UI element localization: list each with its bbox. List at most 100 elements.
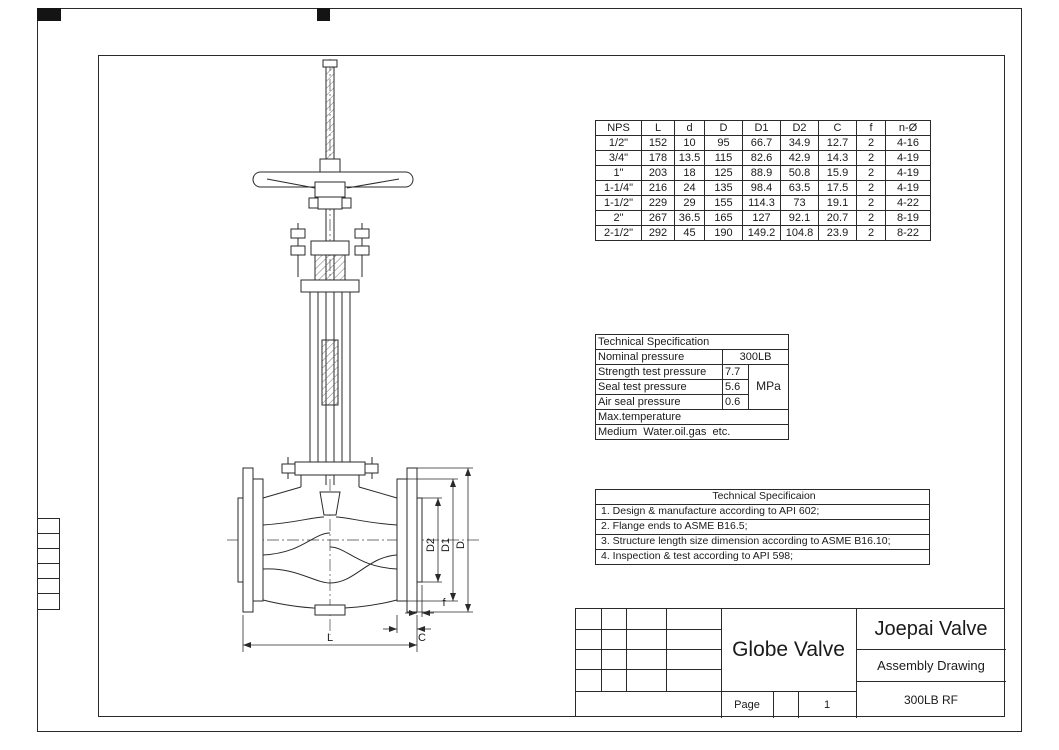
dim-label-L: L bbox=[327, 632, 333, 644]
dim-label-D2: D2 bbox=[425, 538, 437, 552]
note-row: 2. Flange ends to ASME B16.5; bbox=[595, 519, 930, 535]
company-name: Joepai Valve bbox=[874, 617, 988, 640]
table-cell: 2 bbox=[856, 135, 886, 151]
table-cell: 15.9 bbox=[818, 165, 857, 181]
table-cell: 114.3 bbox=[742, 195, 781, 211]
table-cell: 104.8 bbox=[780, 225, 819, 241]
title-block-line bbox=[626, 609, 627, 691]
title-block-line bbox=[856, 609, 857, 718]
table-cell: 24 bbox=[674, 180, 705, 196]
outer-border bbox=[37, 8, 1022, 732]
table-cell: 216 bbox=[641, 180, 675, 196]
title-block-line bbox=[576, 649, 721, 650]
title-block-line bbox=[857, 681, 1006, 682]
table-cell: 229 bbox=[641, 195, 675, 211]
table-cell: 10 bbox=[674, 135, 705, 151]
table-cell: 2 bbox=[856, 195, 886, 211]
dim-label-f: f bbox=[442, 597, 446, 609]
table-cell: 73 bbox=[780, 195, 819, 211]
title-block-line bbox=[773, 691, 774, 718]
table-cell: 2 bbox=[856, 165, 886, 181]
note-row: 1. Design & manufacture according to API… bbox=[595, 504, 930, 520]
title-block-line bbox=[721, 609, 722, 718]
table-cell: 50.8 bbox=[780, 165, 819, 181]
spec-label-air-seal: Air seal pressure bbox=[595, 394, 723, 410]
table-cell: 98.4 bbox=[742, 180, 781, 196]
note-text: 3. Structure length size dimension accor… bbox=[595, 534, 930, 550]
title-block-line bbox=[798, 691, 799, 718]
table-cell: 8-19 bbox=[885, 210, 931, 226]
title-block-line bbox=[576, 669, 721, 670]
title-block-line bbox=[857, 649, 1006, 650]
dimensions-header-cell: NPS bbox=[595, 120, 642, 136]
table-cell: 1-1/4" bbox=[595, 180, 642, 196]
table-cell: 42.9 bbox=[780, 150, 819, 166]
table-cell: 8-22 bbox=[885, 225, 931, 241]
page-label: Page bbox=[734, 698, 760, 711]
dimensions-header-cell: n-Ø bbox=[885, 120, 931, 136]
table-cell: 34.9 bbox=[780, 135, 819, 151]
table-cell: 4-16 bbox=[885, 135, 931, 151]
table-cell: 125 bbox=[704, 165, 743, 181]
product-name: Globe Valve bbox=[732, 638, 845, 661]
table-cell: 127 bbox=[742, 210, 781, 226]
table-cell: 2 bbox=[856, 180, 886, 196]
note-row: 4. Inspection & test according to API 59… bbox=[595, 549, 930, 565]
spec-label-nominal-pressure: Nominal pressure bbox=[595, 349, 723, 365]
page-number: 1 bbox=[823, 698, 831, 711]
title-block-line bbox=[576, 691, 856, 692]
spec-value-air-seal: 0.6 bbox=[722, 394, 749, 410]
spec-value-strength-test: 7.7 bbox=[722, 364, 749, 380]
dimension-lines bbox=[242, 467, 473, 652]
table-cell: 115 bbox=[704, 150, 743, 166]
table-cell: 19.1 bbox=[818, 195, 857, 211]
table-cell: 2 bbox=[856, 150, 886, 166]
revision-cell bbox=[38, 534, 59, 549]
table-cell: 2 bbox=[856, 225, 886, 241]
table-cell: 190 bbox=[704, 225, 743, 241]
note-text: 2. Flange ends to ASME B16.5; bbox=[595, 519, 930, 535]
dimensions-header-cell: L bbox=[641, 120, 675, 136]
dimensions-header-cell: C bbox=[818, 120, 857, 136]
table-cell: 1/2" bbox=[595, 135, 642, 151]
title-block-line bbox=[601, 609, 602, 691]
spec-label-seal-test: Seal test pressure bbox=[595, 379, 723, 395]
table-cell: 155 bbox=[704, 195, 743, 211]
table-cell: 4-19 bbox=[885, 150, 931, 166]
revision-cell bbox=[38, 549, 59, 564]
table-cell: 292 bbox=[641, 225, 675, 241]
table-cell: 2" bbox=[595, 210, 642, 226]
table-cell: 92.1 bbox=[780, 210, 819, 226]
note-text: 4. Inspection & test according to API 59… bbox=[595, 549, 930, 565]
table-cell: 152 bbox=[641, 135, 675, 151]
table-cell: 267 bbox=[641, 210, 675, 226]
table-cell: 1" bbox=[595, 165, 642, 181]
spec-unit: MPa bbox=[748, 364, 789, 410]
tech-spec-table: Technical Specification Nominal pressure… bbox=[595, 334, 789, 440]
table-cell: 4-19 bbox=[885, 180, 931, 196]
table-cell: 149.2 bbox=[742, 225, 781, 241]
table-cell: 13.5 bbox=[674, 150, 705, 166]
revision-cell bbox=[38, 519, 59, 534]
table-cell: 36.5 bbox=[674, 210, 705, 226]
revision-cell bbox=[38, 579, 59, 594]
dimensions-header-cell: d bbox=[674, 120, 705, 136]
table-cell: 88.9 bbox=[742, 165, 781, 181]
dimensions-header-cell: D1 bbox=[742, 120, 781, 136]
table-cell: 178 bbox=[641, 150, 675, 166]
table-cell: 18 bbox=[674, 165, 705, 181]
table-cell: 2 bbox=[856, 210, 886, 226]
table-cell: 23.9 bbox=[818, 225, 857, 241]
valve-drawing: L C f D2 D1 D bbox=[227, 59, 481, 652]
document-type: Assembly Drawing bbox=[877, 657, 985, 673]
note-text: 1. Design & manufacture according to API… bbox=[595, 504, 930, 520]
spec-max-temperature: Max.temperature bbox=[595, 409, 789, 425]
revision-cell bbox=[38, 564, 59, 579]
revision-strip bbox=[37, 518, 60, 610]
table-cell: 95 bbox=[704, 135, 743, 151]
